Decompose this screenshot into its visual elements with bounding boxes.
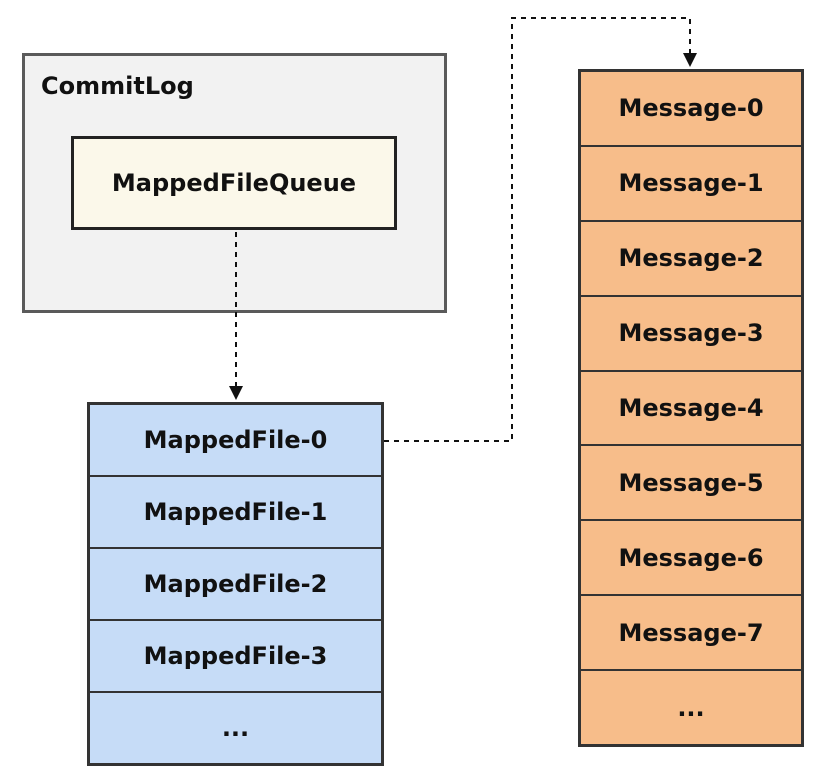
- message-4: Message-4: [581, 369, 801, 445]
- message-5: Message-5: [581, 444, 801, 519]
- mapped-file-stack: MappedFile-0 MappedFile-1 MappedFile-2 M…: [87, 402, 384, 766]
- mapped-file-1: MappedFile-1: [90, 475, 381, 547]
- queue-to-mapped-file-arrowhead: [229, 386, 243, 400]
- mapped-file-queue-box: MappedFileQueue: [71, 136, 397, 230]
- mapped-file-1-label: MappedFile-1: [143, 498, 328, 526]
- message-0: Message-0: [581, 72, 801, 145]
- message-4-label: Message-4: [618, 394, 764, 422]
- message-7-label: Message-7: [618, 618, 764, 647]
- mapped-file-3-label: MappedFile-3: [143, 642, 328, 670]
- message-more: ...: [581, 669, 801, 744]
- message-more-label: ...: [677, 693, 705, 722]
- mapped-file-3: MappedFile-3: [90, 619, 381, 691]
- message-3-label: Message-3: [618, 319, 764, 348]
- mapped-file-to-messages-arrowhead: [683, 53, 697, 67]
- mapped-file-more: ...: [90, 691, 381, 763]
- mapped-file-2-label: MappedFile-2: [143, 570, 328, 598]
- message-2: Message-2: [581, 219, 801, 295]
- message-5-label: Message-5: [618, 468, 764, 497]
- message-0-label: Message-0: [618, 94, 764, 123]
- mapped-file-queue-label: MappedFileQueue: [111, 169, 357, 197]
- message-stack: Message-0 Message-1 Message-2 Message-3 …: [578, 69, 804, 747]
- mapped-file-more-label: ...: [221, 714, 250, 742]
- message-3: Message-3: [581, 294, 801, 370]
- commitlog-title: CommitLog: [41, 72, 194, 100]
- message-7: Message-7: [581, 594, 801, 669]
- message-1-label: Message-1: [618, 169, 764, 198]
- message-6: Message-6: [581, 519, 801, 594]
- mapped-file-2: MappedFile-2: [90, 547, 381, 619]
- message-2-label: Message-2: [618, 244, 764, 273]
- message-1: Message-1: [581, 144, 801, 220]
- message-6-label: Message-6: [618, 543, 764, 572]
- mapped-file-0-label: MappedFile-0: [143, 426, 328, 454]
- mapped-file-0: MappedFile-0: [90, 405, 381, 475]
